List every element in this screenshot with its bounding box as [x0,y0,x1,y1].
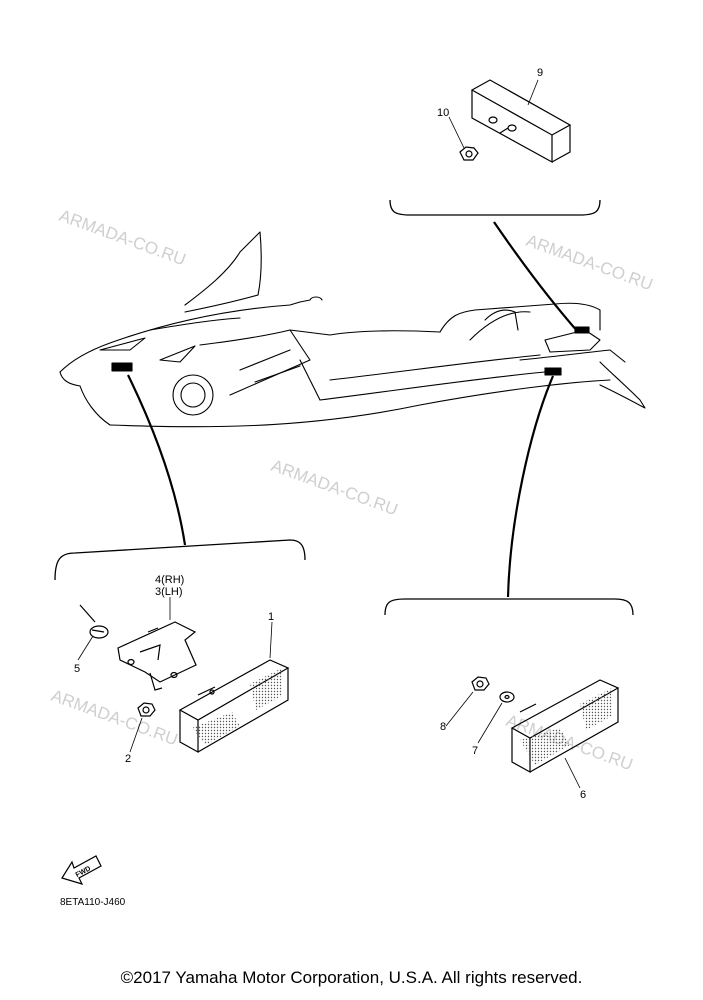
part-9-reflector-plate [470,79,572,164]
callout-6: 6 [580,789,586,801]
part-3-4-bracket [117,621,197,691]
part-6-reflector [510,679,620,774]
part-2-nut [137,702,156,717]
callout-4: 4(RH) [155,574,184,586]
callout-5: 5 [74,663,80,675]
group-brackets [54,199,634,616]
watermark: ARMADA-CO.RU [269,456,401,519]
copyright-notice: ©2017 Yamaha Motor Corporation, U.S.A. A… [120,968,583,987]
callout-3: 3(LH) [155,586,183,598]
leader-lines [127,221,579,598]
watermarks: ARMADA-CO.RU ARMADA-CO.RU ARMADA-CO.RU A… [49,206,656,774]
callout-2: 2 [125,753,131,765]
part-7-washer [499,691,515,703]
callout-1: 1 [268,611,274,623]
part-1-reflector [178,659,290,754]
callout-7: 7 [472,745,478,757]
callout-labels: 9 10 1 4(RH) 3(LH) 5 2 8 7 6 [74,67,586,801]
callout-9: 9 [537,67,543,79]
bracket-top-right [389,199,601,216]
part-10-nut [459,146,479,161]
callout-8: 8 [440,721,446,733]
watermark: ARMADA-CO.RU [57,206,189,269]
callout-leaders [77,79,581,789]
bracket-left [54,539,306,581]
fwd-arrow-icon: FWD [61,855,102,885]
callout-10: 10 [437,107,449,119]
snowmobile-illustration [59,231,646,428]
watermark: ARMADA-CO.RU [49,686,181,749]
watermark: ARMADA-CO.RU [524,231,656,294]
bracket-right [384,598,634,616]
diagram-code: 8ETA110-J460 [60,897,126,908]
part-8-nut [471,676,490,691]
part-5-rivet [79,604,109,639]
